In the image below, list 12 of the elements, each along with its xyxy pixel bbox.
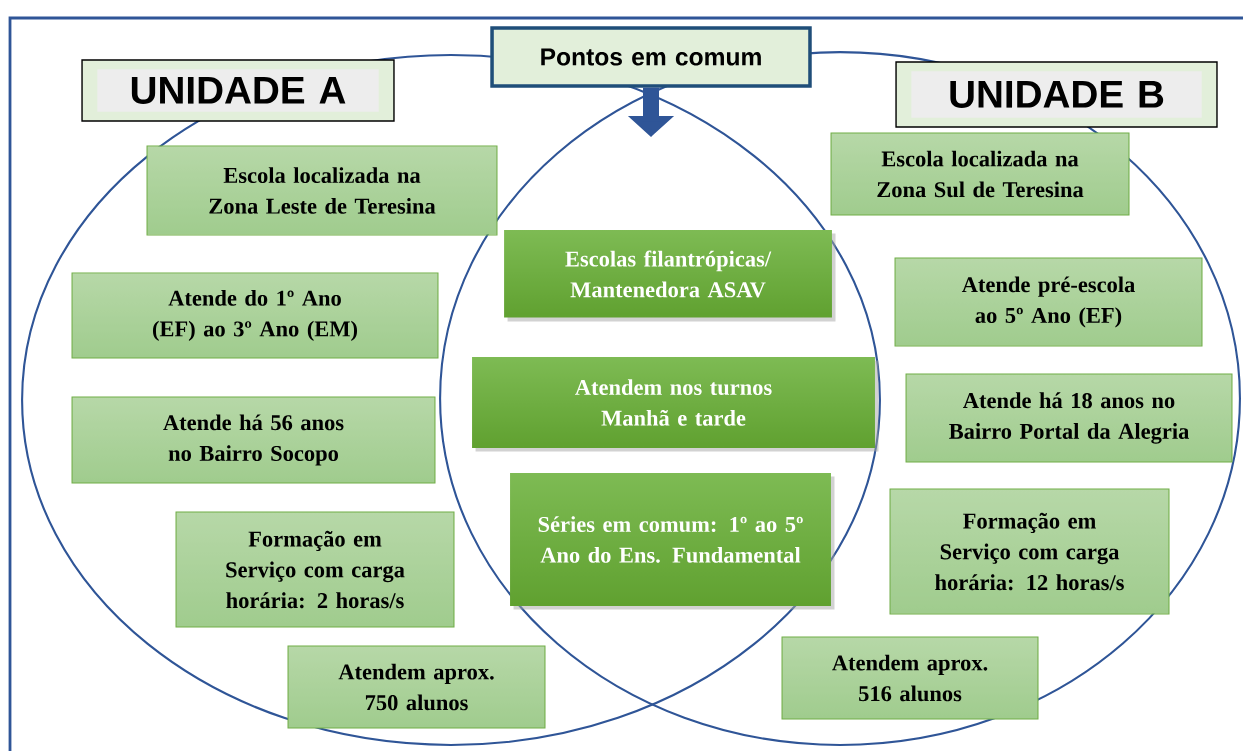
common-point-box: Séries em comum: 1º ao 5º Ano do Ens. Fundamental	[510, 473, 835, 610]
heading-box: UNIDADE B	[895, 61, 1218, 128]
info-box: Formação em Serviço com carga horária: 2 horas/s	[175, 511, 455, 628]
info-box: Formação em Serviço com carga horária: 12 horas/s	[889, 488, 1170, 615]
info-box: Atende há 56 anos no Bairro Socopo	[71, 396, 436, 484]
title-box: Pontos em comum	[490, 26, 812, 88]
info-box: Atende há 18 anos no Bairro Portal da Alegria	[905, 373, 1233, 463]
common-point-box: Escolas filantrópicas/ Mantenedora ASAV	[504, 230, 836, 322]
info-box: Atende do 1º Ano (EF) ao 3º Ano (EM)	[71, 272, 439, 359]
info-box: Atende pré-escola ao 5º Ano (EF)	[894, 257, 1203, 347]
common-point-box: Atendem nos turnos Manhã e tarde	[472, 357, 879, 452]
heading-box: UNIDADE A	[81, 59, 395, 122]
